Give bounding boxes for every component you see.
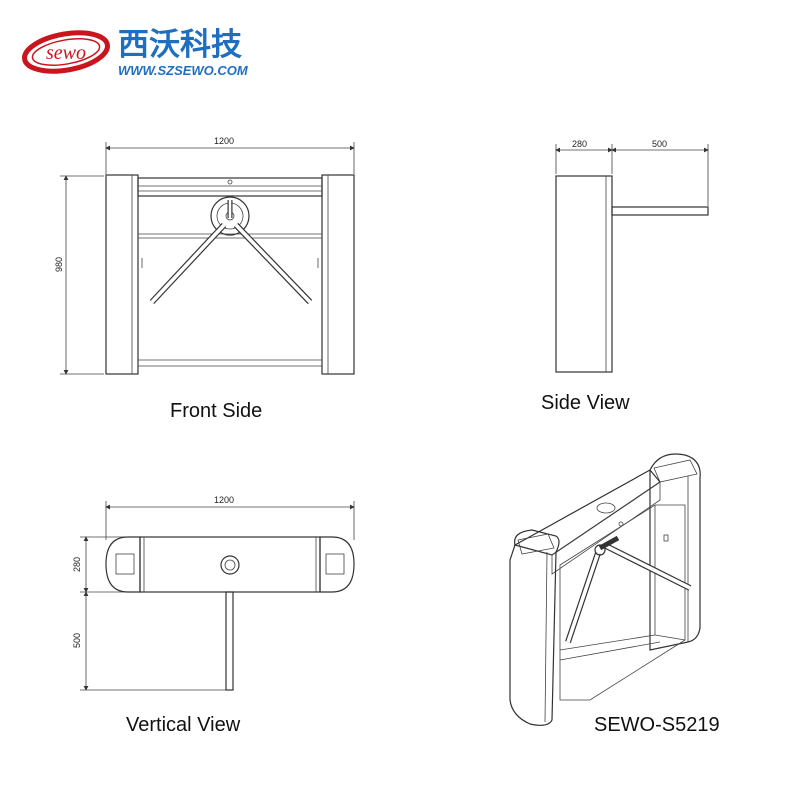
top-left-cabinet xyxy=(105,536,141,593)
top-caption: Vertical View xyxy=(126,714,241,736)
side-cabinet xyxy=(555,175,613,373)
top-rotor-cap xyxy=(220,555,240,575)
front-left-cabinet xyxy=(105,174,139,375)
side-caption: Side View xyxy=(541,392,630,414)
side-depth-label: 280 xyxy=(572,139,587,149)
front-height-label: 980 xyxy=(54,257,64,272)
top-center-body xyxy=(139,536,321,593)
top-view: 1200 280 500 Vertical View xyxy=(72,495,355,736)
iso-top-beam xyxy=(513,469,661,556)
side-view: 280 500 Side View xyxy=(541,139,709,414)
front-rotor-head xyxy=(210,196,250,236)
side-arm-label: 500 xyxy=(652,139,667,149)
front-top-beam xyxy=(137,177,323,197)
front-view: 1200 980 xyxy=(54,136,355,422)
top-width-label: 1200 xyxy=(214,495,234,505)
iso-caption: SEWO-S5219 xyxy=(594,714,720,736)
iso-right-cabinet xyxy=(649,453,701,651)
brand-logo: sewo xyxy=(22,30,110,74)
logo-swoosh-outer xyxy=(22,30,110,74)
front-tripod-arms xyxy=(149,200,313,305)
top-right-cabinet xyxy=(319,536,355,593)
front-width-label: 1200 xyxy=(214,136,234,146)
front-caption: Front Side xyxy=(170,400,262,422)
brand-name-cn: 西沃科技 xyxy=(118,27,242,63)
top-depth-label: 280 xyxy=(72,557,82,572)
front-right-cabinet xyxy=(321,174,355,375)
top-arm xyxy=(225,591,234,691)
logo-swoosh-inner xyxy=(31,38,101,66)
iso-view: SEWO-S5219 xyxy=(509,453,720,736)
iso-left-cabinet xyxy=(509,529,560,726)
brand-url: WWW.SZSEWO.COM xyxy=(118,63,249,78)
iso-tripod-arms xyxy=(565,535,692,643)
side-arm xyxy=(611,206,709,216)
top-arm-label: 500 xyxy=(72,633,82,648)
logo-script-text: sewo xyxy=(46,42,86,64)
